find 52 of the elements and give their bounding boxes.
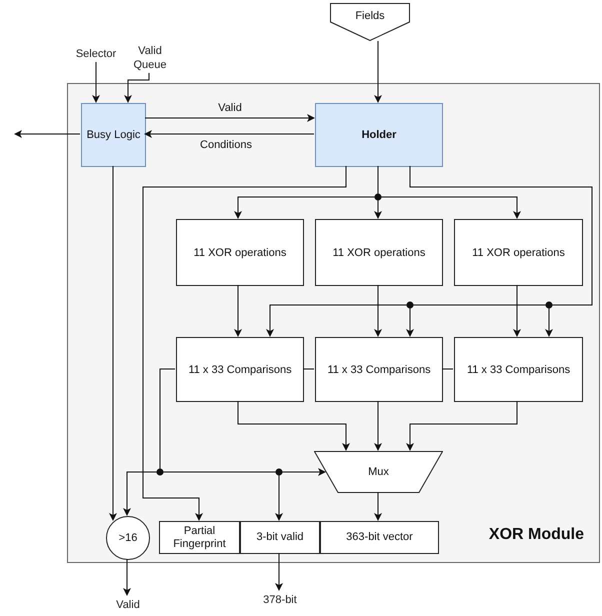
node-label: Partial Fingerprint xyxy=(172,524,227,550)
node-label: Valid xyxy=(116,598,140,612)
connector-line xyxy=(302,368,314,370)
arrow xyxy=(374,284,382,337)
node-label: Fields xyxy=(355,8,385,24)
node-label: 378-bit xyxy=(263,592,297,606)
arrow xyxy=(374,40,382,103)
arrow xyxy=(374,492,382,521)
node-label: 11 XOR operations xyxy=(472,246,565,260)
arrow xyxy=(406,400,518,451)
arrow xyxy=(123,558,131,596)
holder-box xyxy=(315,103,443,167)
process-box xyxy=(454,337,583,402)
process-box xyxy=(176,337,304,402)
node-label: Mux xyxy=(368,464,389,480)
arrow xyxy=(124,72,150,103)
arrow xyxy=(144,114,315,122)
arrow xyxy=(234,284,242,337)
node-label: Valid Queue xyxy=(132,44,168,72)
arrow xyxy=(142,166,346,521)
node-label: 11 x 33 Comparisons xyxy=(188,362,292,376)
node-label: 3-bit valid xyxy=(256,531,304,544)
process-box xyxy=(315,219,443,286)
arrow xyxy=(238,400,350,451)
node-label: 11 XOR operations xyxy=(332,246,426,260)
input-pentagon xyxy=(330,3,410,41)
register-field xyxy=(240,521,320,554)
register-field xyxy=(159,521,240,554)
logic-box xyxy=(81,103,146,167)
arrow xyxy=(109,166,117,521)
register-field xyxy=(320,521,439,554)
node-label: Selector xyxy=(76,46,116,60)
node-label: 11 x 33 Comparisons xyxy=(327,362,431,376)
process-box xyxy=(315,337,443,402)
arrow xyxy=(92,62,100,103)
mux-trapezoid xyxy=(314,451,443,493)
node-label: 11 XOR operations xyxy=(194,246,286,260)
node-label: Holder xyxy=(362,128,396,143)
module-title: XOR Module xyxy=(488,525,584,545)
node-label: >16 xyxy=(118,530,138,546)
connector-line xyxy=(442,368,454,370)
node-label: Busy Logic xyxy=(86,128,140,142)
node-label: 11 x 33 Comparisons xyxy=(466,362,570,376)
node-label: 363-bit vector xyxy=(346,531,413,544)
arrow xyxy=(144,130,314,138)
process-box xyxy=(454,219,583,286)
arrow xyxy=(374,400,382,451)
module-container xyxy=(67,83,600,563)
arrow xyxy=(513,284,521,337)
arrow xyxy=(14,130,80,138)
arrow xyxy=(275,552,283,591)
process-box xyxy=(176,219,304,286)
